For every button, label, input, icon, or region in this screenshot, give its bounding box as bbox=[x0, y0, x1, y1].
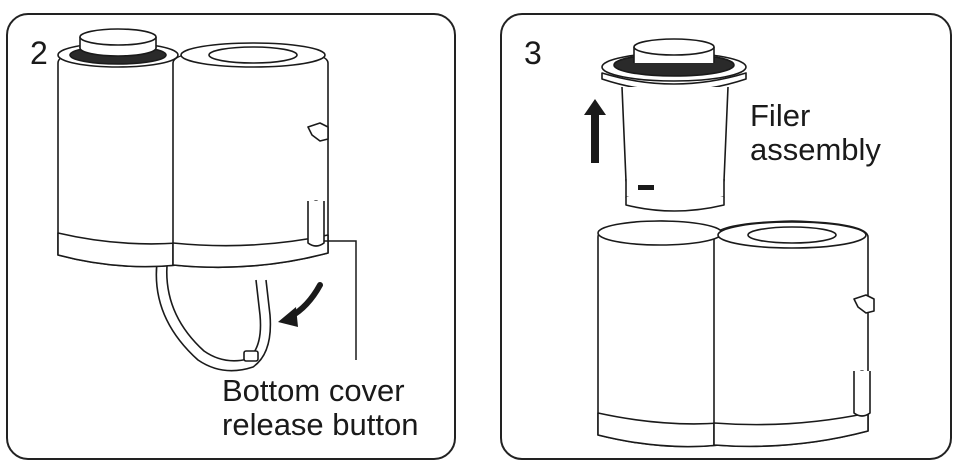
up-arrow-icon bbox=[584, 99, 606, 163]
callout-line-2: release button bbox=[222, 407, 419, 442]
step-number: 3 bbox=[524, 35, 542, 71]
step-number: 2 bbox=[30, 35, 48, 71]
curved-arrow-icon bbox=[278, 282, 323, 327]
purifier-open-bottom-illustration bbox=[57, 28, 357, 372]
bottom-cover-release-button-label: Bottom cover release button bbox=[222, 374, 418, 442]
filter-assembly-label: Filer assembly bbox=[750, 99, 881, 167]
step-3-panel: 3 bbox=[500, 13, 952, 460]
callout-line-1: Bottom cover bbox=[222, 373, 405, 408]
step-2-panel: 2 bbox=[6, 13, 456, 460]
filter-removal-illustration bbox=[584, 38, 875, 448]
callout-line-1: Filer bbox=[750, 98, 811, 133]
callout-line-2: assembly bbox=[750, 132, 881, 167]
